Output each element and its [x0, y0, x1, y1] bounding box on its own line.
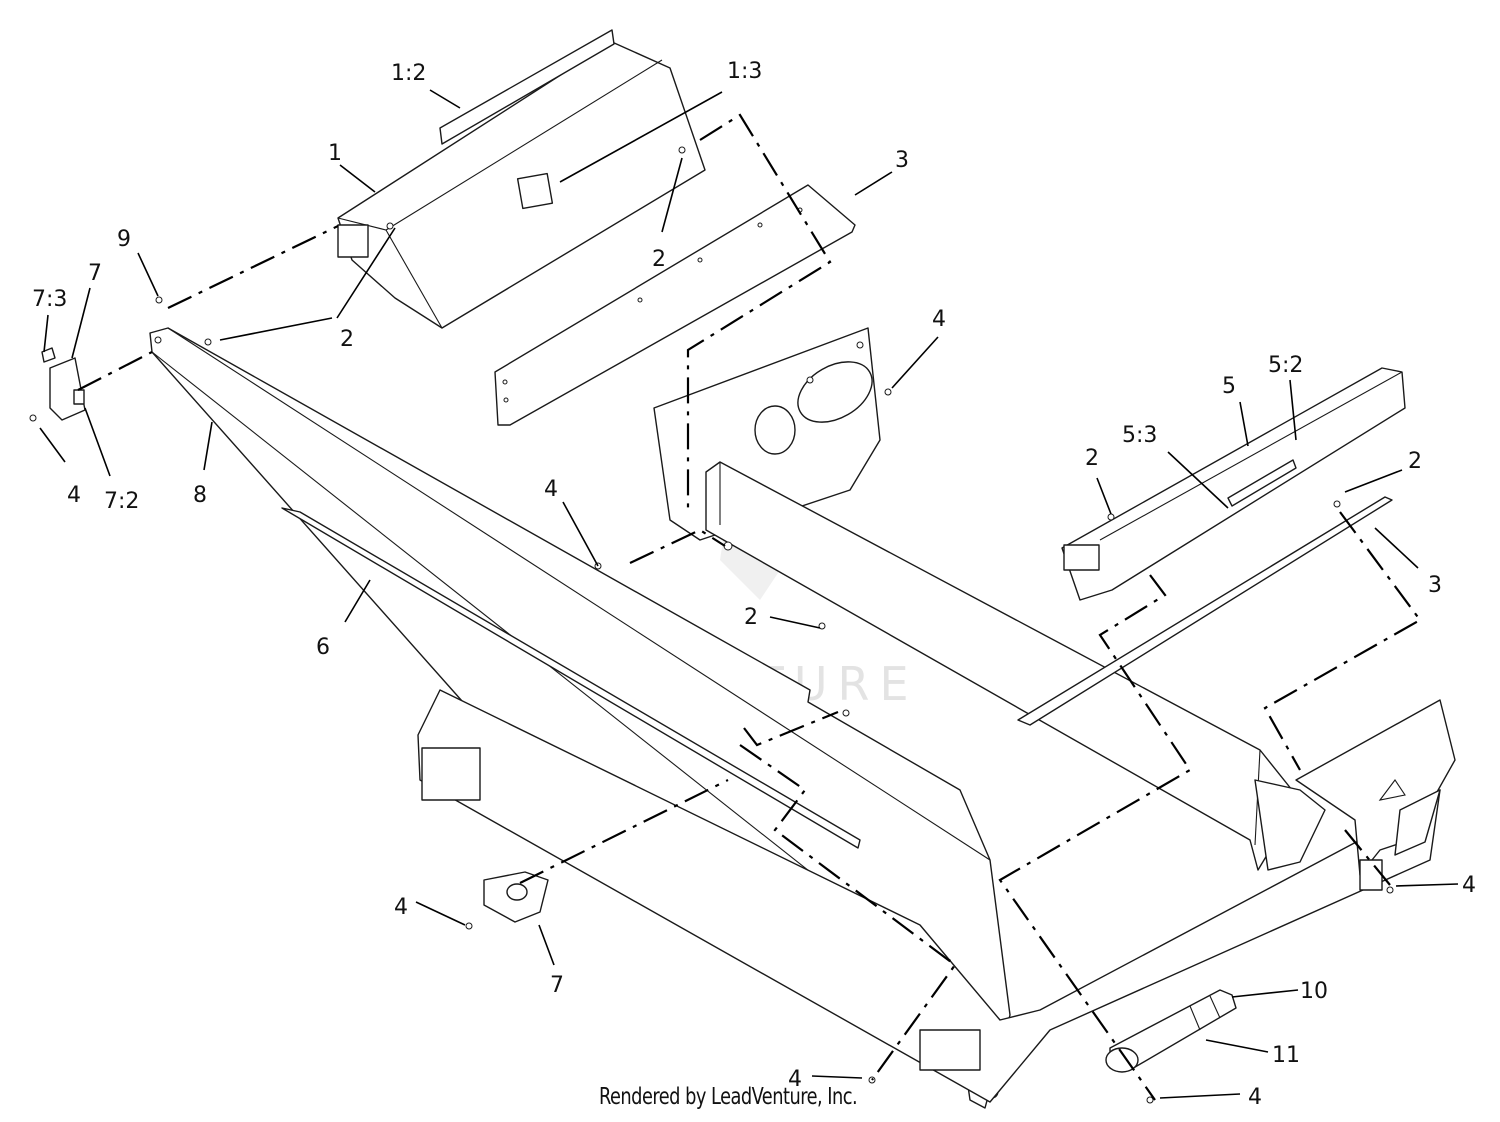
- label-4-lower-left: 4: [394, 895, 408, 920]
- label-4-left: 4: [67, 483, 81, 508]
- label-7-3: 7:3: [32, 287, 67, 312]
- label-4-upper: 4: [932, 307, 946, 332]
- label-2-top: 2: [652, 247, 666, 272]
- plate-part-3-right: [1017, 496, 1393, 726]
- assembly-centerlines: [77, 113, 1422, 1101]
- label-4-bottom-mid: 4: [788, 1067, 802, 1092]
- base-pan: [417, 689, 1441, 1103]
- label-2-mid: 2: [744, 605, 758, 630]
- label-9: 9: [117, 227, 131, 252]
- hardware-bolts: [29, 146, 1394, 1104]
- label-5-2: 5:2: [1268, 353, 1303, 378]
- bracket-part-5: [1061, 367, 1406, 601]
- label-7-left: 7: [88, 261, 102, 286]
- plate-part-3-top: [494, 184, 856, 426]
- angle-strip-part-6: [281, 507, 861, 849]
- label-8: 8: [193, 483, 207, 508]
- label-7-lower: 7: [550, 973, 564, 998]
- label-2-right-b: 2: [1408, 449, 1422, 474]
- top-bracket-part-1: [337, 41, 706, 329]
- label-1: 1: [328, 141, 342, 166]
- cross-rail: [705, 461, 1326, 871]
- callout-labels: 1:2 1:3 1 3 2 2 9 7:3 7 4 7:2 8 4 4 6 2 …: [32, 59, 1476, 1110]
- label-4-right: 4: [1462, 873, 1476, 898]
- label-2-left: 2: [340, 327, 354, 352]
- label-6: 6: [316, 635, 330, 660]
- callout-leaders: [39, 89, 1459, 1099]
- label-11: 11: [1272, 1043, 1300, 1068]
- label-5: 5: [1222, 374, 1236, 399]
- label-3-top: 3: [895, 148, 909, 173]
- label-1-2: 1:2: [391, 61, 426, 86]
- label-4-mid: 4: [544, 477, 558, 502]
- label-10: 10: [1300, 979, 1328, 1004]
- label-4-bottom-right: 4: [1248, 1085, 1262, 1110]
- small-bracket-part-7-lower: [483, 871, 549, 923]
- label-3-right: 3: [1428, 573, 1442, 598]
- label-1-3: 1:3: [727, 59, 762, 84]
- label-2-right-a: 2: [1085, 446, 1099, 471]
- label-5-3: 5:3: [1122, 423, 1157, 448]
- label-7-2: 7:2: [104, 489, 139, 514]
- footer-credit: Rendered by LeadVenture, Inc.: [599, 1084, 858, 1110]
- small-bracket-part-7-left: [41, 347, 86, 421]
- right-end-plate: [1295, 699, 1456, 891]
- decal-part-1-2: [439, 29, 615, 145]
